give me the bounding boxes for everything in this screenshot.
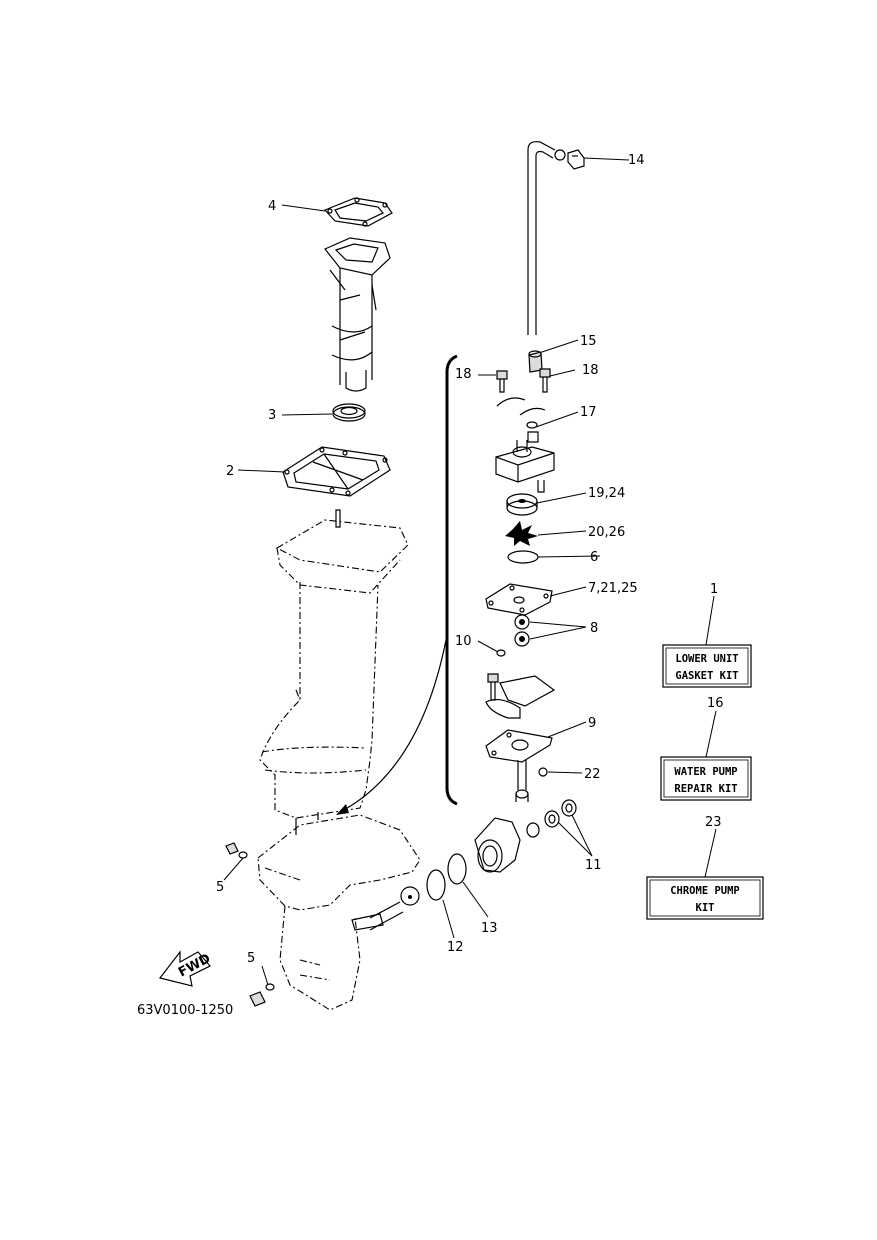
callout-18-right: 18 [582,363,599,378]
kit-2-line1: WATER PUMP [674,766,737,778]
part-20-impeller [505,521,538,546]
callout-23: 23 [705,815,722,830]
callout-11: 11 [585,858,602,873]
part-19-cartridge [506,493,538,516]
callout-10: 10 [455,634,472,649]
shaft-bushing [369,886,420,931]
part-22-key [538,767,548,777]
water-tube [527,141,566,335]
callout-17: 17 [580,405,597,420]
drive-shaft [515,760,529,802]
callout-9: 9 [588,716,596,731]
callout-12: 12 [447,940,464,955]
part-14-grommet [567,149,585,170]
callout-1: 1 [710,582,718,597]
kit-box-chrome-pump: CHROME PUMP KIT [646,876,764,920]
leader-lines [223,157,717,986]
part-17-insert [526,421,539,443]
part-7-plate [485,583,553,616]
bearing-housing [474,817,521,873]
upper-casing [259,519,409,819]
callout-16: 16 [707,696,724,711]
callout-5-upper: 5 [216,880,224,895]
callout-6: 6 [590,550,598,565]
kit-box-lower-unit-gasket: LOWER UNIT GASKET KIT [662,644,752,688]
callout-15: 15 [580,334,597,349]
kit-2-line2: REPAIR KIT [674,783,737,795]
fwd-arrow-icon: FWD [158,950,213,987]
part-11-seals [526,799,577,838]
callout-14: 14 [628,153,645,168]
part-12-oring [426,869,446,901]
part-4-gasket [323,197,393,227]
callout-19-24: 19,24 [588,486,625,501]
callout-4: 4 [268,199,276,214]
callout-3: 3 [268,408,276,423]
part-10-oring [496,649,506,657]
part-3-seal [332,403,366,422]
kit-box-water-pump-repair: WATER PUMP REPAIR KIT [660,756,752,801]
part-18-bolt-right [539,368,551,393]
kit-3-line2: KIT [696,902,715,914]
part-9-gasket [485,729,553,763]
callout-8: 8 [590,621,598,636]
part-6-oring [507,550,539,564]
part-5-bolt-lower [249,983,275,1007]
part-8-bearings [514,614,530,647]
callout-18-left: 18 [455,367,472,382]
part-13-oring [447,853,467,885]
exhaust-guide [324,237,391,392]
bracket-icon [445,354,458,806]
pump-lower-case [485,673,556,719]
callout-22: 22 [584,767,601,782]
callout-20-26: 20,26 [588,525,625,540]
part-2-gasket [282,446,391,497]
diagram-code: 63V0100-1250 [137,1003,233,1018]
callout-5-lower: 5 [247,951,255,966]
part-5-bolt-upper [225,842,248,859]
kit-1-line2: GASKET KIT [675,670,738,682]
pump-housing [495,440,555,493]
part-18-bolt-left [496,370,508,393]
callout-labels: 4 3 2 5 5 14 15 18 18 17 19,24 20,26 6 7… [216,153,724,966]
lower-casing [257,812,421,1011]
callout-2: 2 [226,464,234,479]
callout-7-21-25: 7,21,25 [588,581,638,596]
callout-13: 13 [481,921,498,936]
kit-3-line1: CHROME PUMP [670,885,740,897]
kit-1-line1: LOWER UNIT [675,653,738,665]
